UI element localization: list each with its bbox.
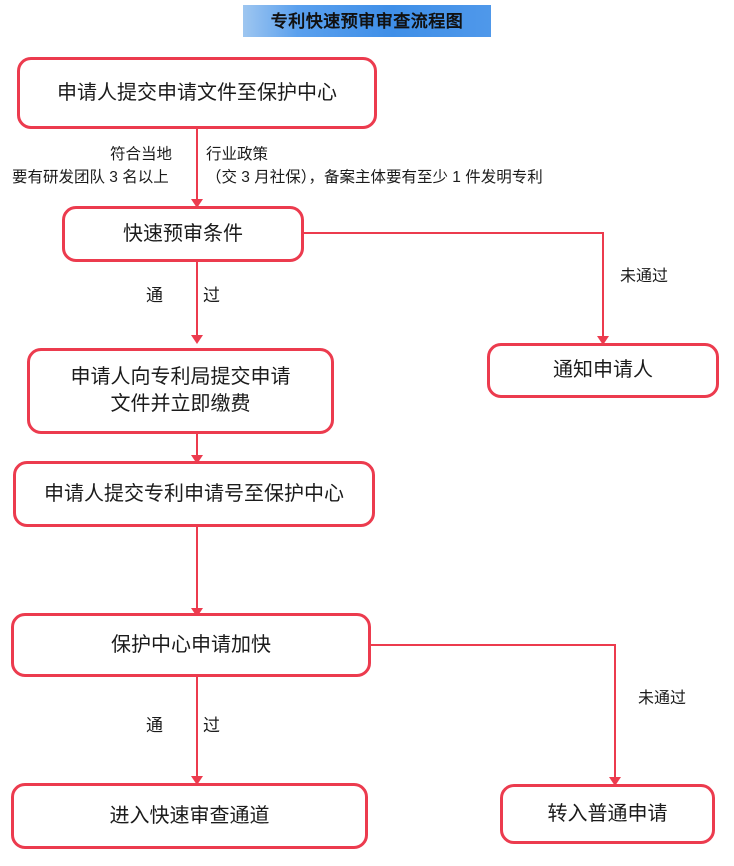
- node-notify-applicant[interactable]: 通知申请人: [487, 343, 719, 398]
- connector-condition-fail-horizontal: [304, 232, 604, 234]
- chart-title-banner: 专利快速预审审查流程图: [243, 5, 491, 37]
- node-center-request-speedup[interactable]: 保护中心申请加快: [11, 613, 371, 677]
- connector-speedup-pass: [196, 677, 198, 782]
- node-submit-app-number[interactable]: 申请人提交专利申请号至保护中心: [13, 461, 375, 527]
- condition-note-line2-right: （交 3 月社保），备案主体要有至少 1 件发明专利: [206, 169, 543, 186]
- arrowhead-office-to-appnumber: [191, 455, 203, 464]
- arrowhead-speedup-pass: [191, 776, 203, 785]
- arrowhead-speedup-fail: [609, 777, 621, 786]
- node-transfer-normal[interactable]: 转入普通申请: [500, 784, 715, 844]
- connector-speedup-fail-horizontal: [371, 644, 616, 646]
- edge-label-pass-1-left: 通: [146, 286, 173, 305]
- node-submit-to-center-label: 申请人提交申请文件至保护中心: [57, 81, 337, 104]
- node-submit-to-center[interactable]: 申请人提交申请文件至保护中心: [17, 57, 377, 129]
- connector-condition-fail-vertical: [602, 232, 604, 342]
- node-submit-to-patent-office-label: 申请人向专利局提交申请 文件并立即缴费: [70, 366, 291, 415]
- edge-label-pass-1-right: 过: [203, 286, 230, 305]
- node-notify-applicant-label: 通知申请人: [553, 359, 653, 381]
- edge-label-fail-1: 未通过: [620, 268, 669, 285]
- edge-label-pass-2-left: 通: [146, 716, 173, 735]
- node-prescreen-condition[interactable]: 快速预审条件: [62, 206, 304, 262]
- condition-note-line2-left: 要有研发团队 3 名以上: [12, 169, 169, 186]
- edge-label-pass-2-right: 过: [203, 716, 230, 735]
- node-center-request-speedup-label: 保护中心申请加快: [111, 633, 271, 656]
- condition-note-line1-left: 符合当地: [110, 146, 173, 163]
- arrowhead-condition-fail: [597, 336, 609, 345]
- node-transfer-normal-label: 转入普通申请: [547, 802, 668, 825]
- connector-office-to-appnumber: [196, 434, 198, 464]
- connector-appnumber-to-speedup: [196, 527, 198, 615]
- condition-note-line1-right: 行业政策: [206, 146, 269, 163]
- node-submit-to-patent-office[interactable]: 申请人向专利局提交申请 文件并立即缴费: [27, 348, 334, 434]
- connector-submit-to-condition: [196, 129, 198, 204]
- edge-label-fail-2: 未通过: [638, 690, 687, 707]
- page-title: 专利快速预审审查流程图: [270, 11, 464, 31]
- node-enter-fast-channel[interactable]: 进入快速审查通道: [11, 783, 368, 849]
- arrowhead-submit-to-condition: [191, 199, 203, 208]
- arrowhead-appnumber-to-speedup: [191, 608, 203, 617]
- node-prescreen-condition-label: 快速预审条件: [123, 222, 243, 245]
- connector-speedup-fail-vertical: [614, 644, 616, 784]
- node-enter-fast-channel-label: 进入快速审查通道: [109, 804, 270, 827]
- arrowhead-condition-pass: [191, 335, 203, 344]
- node-submit-app-number-label: 申请人提交专利申请号至保护中心: [44, 482, 344, 505]
- connector-condition-pass: [196, 262, 198, 340]
